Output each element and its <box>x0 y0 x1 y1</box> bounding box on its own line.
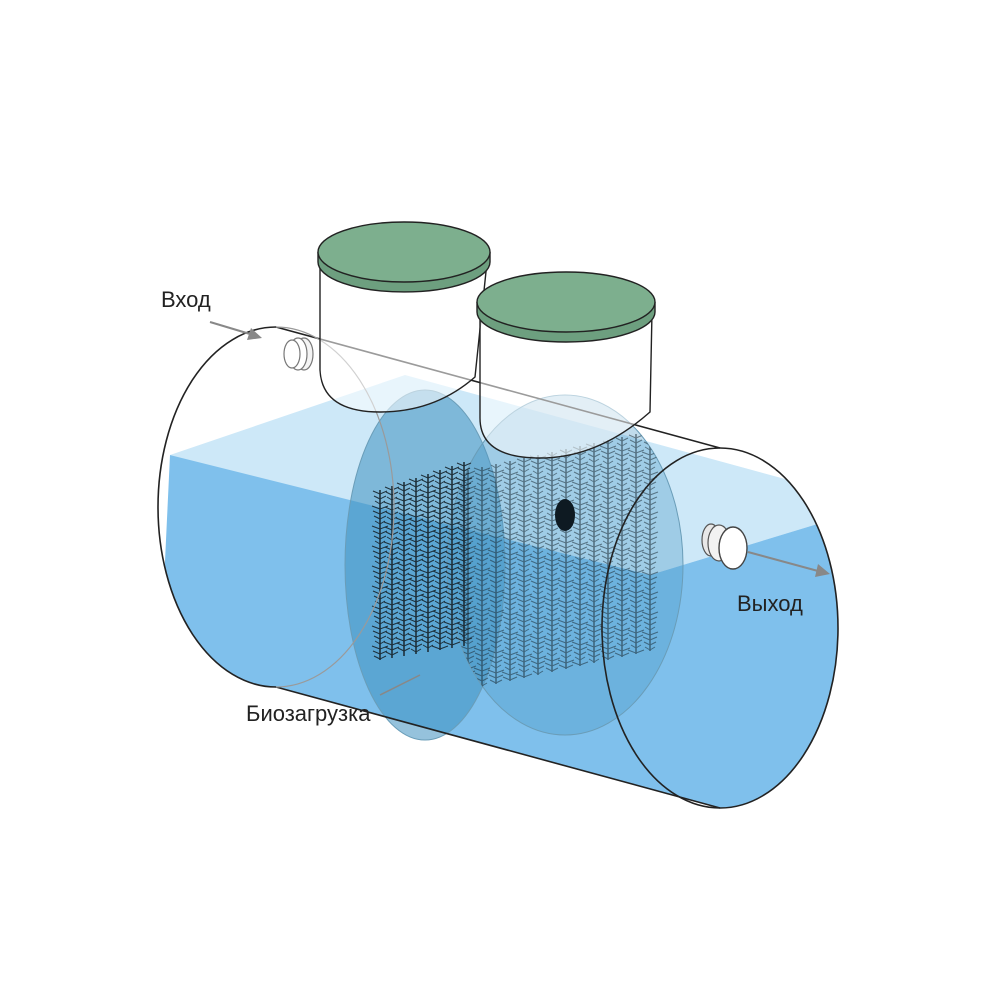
inlet-label: Вход <box>161 287 211 312</box>
bioload-leader <box>379 674 421 696</box>
tank-bottom-edge <box>275 686 721 809</box>
manhole-right <box>476 271 656 459</box>
bioload-brush <box>613 437 631 657</box>
inlet-pipe <box>283 337 314 371</box>
bioload-brush <box>395 482 413 656</box>
outlet-pipe <box>701 523 748 570</box>
lid-left <box>317 221 491 283</box>
tank-right-end <box>601 447 839 809</box>
outlet-label: Выход <box>737 591 803 616</box>
tank-left-end <box>157 326 277 688</box>
bioload-brush <box>487 464 505 684</box>
bioload-brush <box>501 461 519 681</box>
bioload-brush <box>443 466 461 648</box>
bioload-brush <box>473 467 491 687</box>
bioload-brush <box>383 486 401 658</box>
water-surface <box>170 375 838 575</box>
lid-right <box>476 271 656 333</box>
partition-opening <box>555 499 575 531</box>
bioload-brushes <box>371 431 659 690</box>
bioload-brush <box>543 452 561 672</box>
bioload-brush <box>407 478 425 654</box>
manhole-left <box>317 221 491 413</box>
bioload-brush <box>627 434 645 654</box>
bioload-label: Биозагрузка <box>246 701 371 726</box>
inlet-arrow <box>209 321 262 340</box>
bioload-brush <box>371 490 389 660</box>
bioload-brush <box>515 458 533 678</box>
bioload-brush <box>431 470 449 650</box>
outlet-arrow <box>747 551 830 577</box>
bioload-brush <box>419 474 437 652</box>
